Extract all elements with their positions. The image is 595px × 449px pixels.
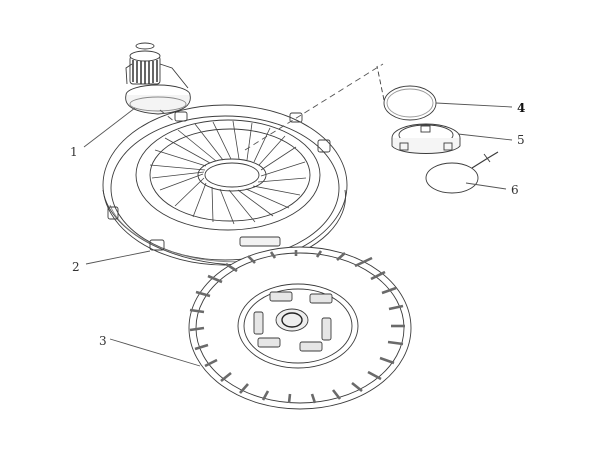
wire-clip-icon	[425, 151, 499, 194]
assembly-axis	[159, 63, 384, 151]
clutch-disc-icon	[188, 246, 412, 410]
leader-lines	[83, 102, 513, 367]
pressure-plate-icon	[102, 104, 348, 266]
damper-springs	[253, 291, 333, 352]
friction-segments	[189, 250, 405, 404]
mounting-lugs	[107, 111, 331, 251]
part-label-5: 5	[517, 133, 525, 147]
part-label-4: 4	[517, 101, 525, 115]
part-label-1: 1	[70, 145, 78, 159]
part-label-3: 3	[99, 334, 107, 348]
diaphragm-fingers	[149, 120, 307, 225]
retainer-ring-icon	[391, 123, 461, 154]
release-bearing-icon	[125, 42, 191, 115]
snap-ring-icon	[376, 65, 437, 121]
part-label-2: 2	[72, 260, 80, 274]
part-label-6: 6	[511, 183, 519, 197]
